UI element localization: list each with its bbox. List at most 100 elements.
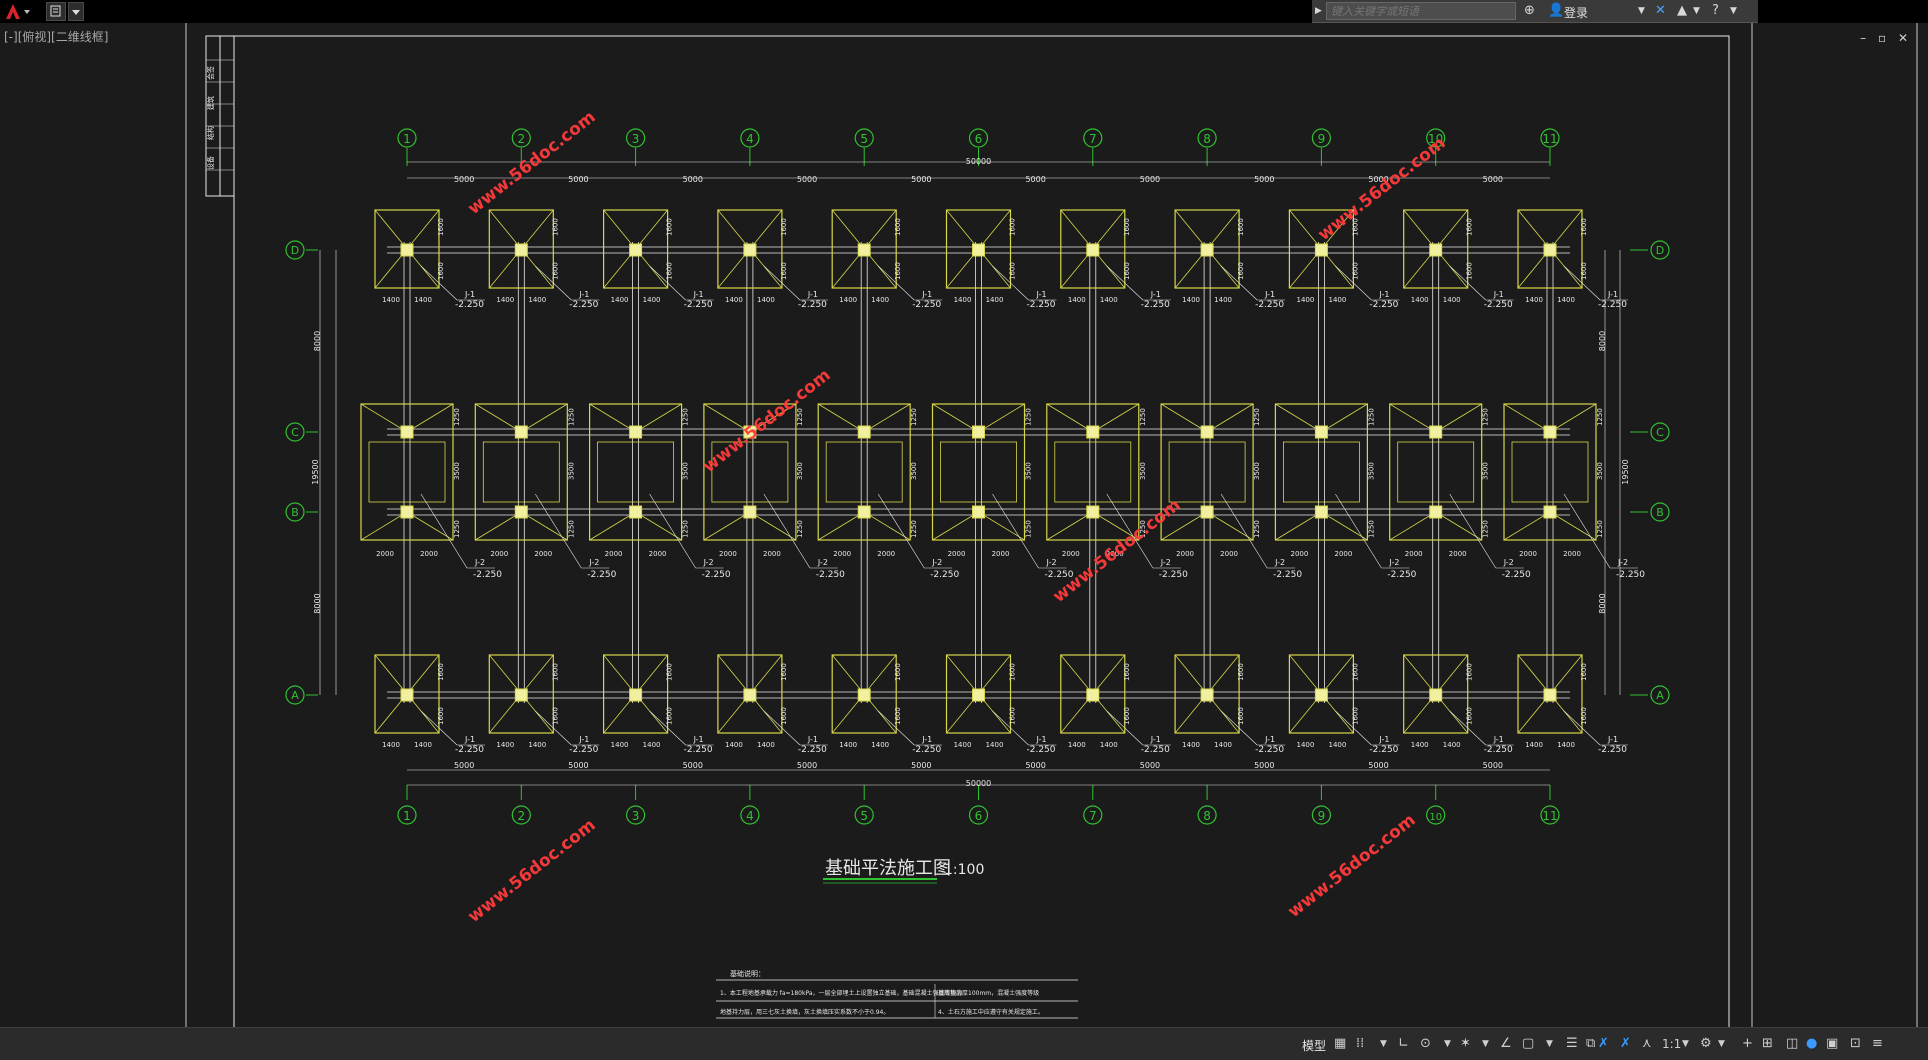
grid-icon[interactable]: ▦ [1334,1036,1347,1051]
dimension-text: 2000 [877,550,895,558]
user-icon[interactable]: 👤 [1548,3,1565,18]
axis-letter: A [291,689,299,702]
annotation-visibility-icon[interactable]: ✗ [1598,1036,1609,1051]
leader-line [1449,265,1486,301]
leader-line [535,710,572,746]
chevron-down-icon[interactable]: ▼ [1730,6,1737,16]
dimension-text: 1600 [666,218,674,236]
dimension-text: 1250 [1139,408,1147,426]
chevron-down-icon[interactable]: ▼ [1482,1039,1489,1049]
snap-grid-icon[interactable]: ⁞⁞ [1356,1036,1365,1051]
quick-properties-icon[interactable]: ◫ [1786,1036,1799,1051]
chevron-down-icon[interactable]: ▼ [1638,6,1645,16]
footing-diagonal [703,511,751,541]
footing-outline [1174,654,1240,734]
footing-label: J-2 [1503,558,1514,567]
close-icon[interactable]: ✕ [1897,31,1908,45]
lineweight-icon[interactable]: ☰ [1566,1036,1578,1051]
chevron-down-icon[interactable]: ▼ [1693,6,1700,16]
auto-scale-icon[interactable]: ✗ [1620,1036,1631,1051]
exchange-icon[interactable]: ✕ [1655,3,1666,18]
autocad-logo-icon[interactable] [2,2,32,21]
footing-label: J-2 [931,558,942,567]
autodesk-a360-icon[interactable]: ▲ [1677,3,1687,18]
binoculars-icon[interactable]: ⊕ [1524,3,1535,18]
workspace-gear-icon[interactable]: ⚙ [1700,1036,1712,1051]
elevation-label: -2.250 [702,570,731,580]
footing-outline [931,403,1026,541]
chevron-down-icon[interactable]: ▼ [1380,1039,1387,1049]
login-button[interactable]: 登录 [1564,6,1589,20]
footing-inner [482,441,560,503]
leader-line [649,265,686,301]
column [743,425,757,439]
column [1429,243,1443,257]
note-text: 地基持力层，用三七灰土换填，灰土换填压实系数不小于0.94。 [720,1008,889,1016]
axis-number: 6 [975,809,983,823]
expand-arrow-icon[interactable]: ▶ [1315,6,1322,16]
footing-diagonal [360,511,408,541]
footing-outline [374,209,440,289]
dimension-text: 2000 [1176,550,1194,558]
chevron-down-icon[interactable]: ▼ [1444,1039,1451,1049]
search-input[interactable] [1326,2,1516,20]
help-icon[interactable]: ? [1712,3,1719,18]
dimension-text: 1600 [894,218,902,236]
annotation-scale-icon[interactable]: ⋏ [1642,1036,1652,1051]
dimension-text: 2000 [1563,550,1581,558]
transparency-icon[interactable]: ⧉ [1586,1036,1596,1051]
dimension-text: 1600 [437,262,445,280]
viewport-controls-label[interactable]: [-][俯视][二维线框] [4,30,109,44]
dimension-text: 2000 [1062,550,1080,558]
annotation-scale-value[interactable]: 1:1 [1662,1037,1682,1051]
units-icon[interactable]: ⊞ [1762,1036,1773,1051]
polar-tracking-icon[interactable]: ⊙ [1420,1036,1431,1051]
leader-line [649,710,686,746]
elevation-label: -2.250 [1141,300,1170,310]
dimension-text: 1600 [1009,218,1017,236]
plus-icon[interactable]: + [1742,1036,1753,1051]
dimension-text: 1400 [757,741,775,749]
isolate-objects-icon[interactable]: ● [1806,1036,1818,1051]
dimension-text: 1600 [1009,707,1017,725]
footing-diagonal [521,511,568,541]
axis-letter: C [291,426,299,439]
dimension-text: 5000 [911,175,931,184]
dimension-text: 1400 [611,741,629,749]
dimension-text: 1600 [1580,707,1588,725]
column [400,425,414,439]
notes-heading: 基础说明： [730,969,765,978]
footing-inner [1054,441,1132,503]
chevron-down-icon[interactable]: ▼ [1546,1039,1553,1049]
object-snap-tracking-icon[interactable]: ∠ [1500,1036,1512,1051]
minimize-icon[interactable]: – [1860,31,1867,45]
footing-diagonal [1160,403,1208,433]
axis-bubble [1540,128,1560,148]
column [972,688,985,702]
customization-menu-icon[interactable]: ≡ [1872,1036,1883,1051]
quick-access-dropdown[interactable] [68,2,84,21]
object-snap-icon[interactable]: ▢ [1522,1036,1535,1051]
column [1429,425,1443,439]
quick-access-button[interactable] [46,2,66,21]
vertical-scrollbar[interactable] [1918,23,1928,1023]
chevron-down-icon[interactable]: ▼ [1718,1039,1725,1049]
dimension-text: 2000 [490,550,508,558]
chevron-down-icon[interactable]: ▼ [1682,1039,1689,1049]
footing-label: J-1 [464,735,475,744]
ortho-icon[interactable]: ∟ [1398,1036,1409,1051]
hardware-acceleration-icon[interactable]: ▣ [1826,1036,1839,1051]
model-space-button[interactable]: 模型 [1302,1039,1327,1053]
footing-outline [817,403,911,541]
leader-line [992,265,1029,301]
leader-line [1335,265,1372,301]
isodraft-icon[interactable]: ✶ [1460,1036,1471,1051]
clean-screen-icon[interactable]: ⊡ [1850,1036,1861,1051]
restore-icon[interactable]: ▫ [1877,31,1887,45]
